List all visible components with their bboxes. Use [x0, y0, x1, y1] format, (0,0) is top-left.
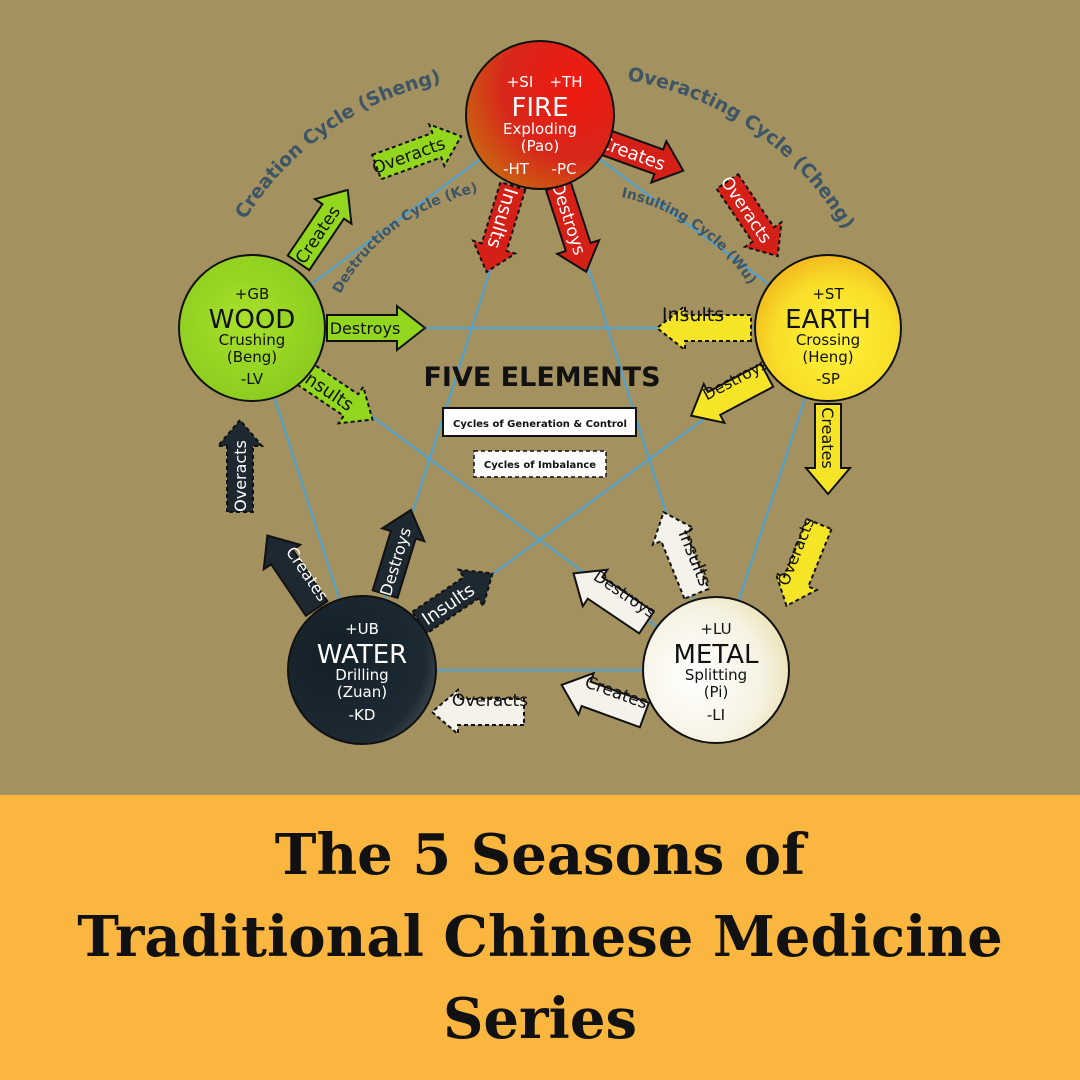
- destruction-cycle-label: Destruction Cycle (Ke): [330, 180, 479, 296]
- earth-name: EARTH: [785, 305, 871, 335]
- metal-element: +LU METAL Splitting (Pi) -LI: [642, 596, 790, 744]
- diagram-canvas: Creation Cycle (Sheng) Overacting Cycle …: [178, 40, 902, 745]
- five-elements-diagram: Creation Cycle (Sheng) Overacting Cycle …: [178, 40, 902, 745]
- metal-circle: [642, 596, 790, 744]
- wood-plus-meridian: +GB: [235, 285, 269, 303]
- arrow-metal-destroys-wood: Destroys: [572, 566, 659, 635]
- water-action: Drilling: [335, 666, 388, 684]
- legend-dashed-box: [473, 450, 607, 478]
- fire-chinese: (Pao): [521, 137, 559, 155]
- arrow-metal-creates-water: Creates: [560, 671, 650, 729]
- metal-chinese: (Pi): [704, 683, 729, 701]
- wood-action: Crushing: [219, 331, 286, 349]
- banner-title-line-1: The 5 Seasons of: [274, 822, 806, 888]
- arrow-water-overacts-fire: Overacts: [215, 418, 265, 513]
- fire-name: FIRE: [511, 93, 568, 123]
- fire-plus-meridian-2: +TH: [549, 73, 582, 91]
- arrow-earth-insults-wood: Insults: [655, 303, 752, 353]
- legend-solid-label: Cycles of Generation & Control: [453, 419, 627, 430]
- earth-plus-meridian: +ST: [812, 285, 844, 303]
- legend-dashed-label: Cycles of Imbalance: [484, 460, 596, 471]
- metal-minus-meridian: -LI: [707, 706, 725, 724]
- arrow-fire-destroys-metal: Destroys: [544, 180, 601, 274]
- wood-element: +GB WOOD Crushing (Beng) -LV: [178, 254, 326, 402]
- arrow-water-creates-wood: Creates: [262, 534, 332, 618]
- arrow-water-destroys-fire: Destroys: [371, 508, 427, 600]
- wood-chinese: (Beng): [227, 348, 277, 366]
- water-circle: [287, 595, 437, 745]
- fire-element: +SI +TH FIRE Exploding (Pao) -HT -PC: [465, 40, 615, 190]
- earth-chinese: (Heng): [802, 348, 853, 366]
- metal-plus-meridian: +LU: [700, 620, 731, 638]
- arrow-label: Overacts: [370, 134, 449, 179]
- arrow-label: Creates: [818, 407, 837, 469]
- wood-name: WOOD: [209, 305, 296, 335]
- cycle-arrows: Creates Overacts Destroys Insults: [215, 122, 853, 737]
- wood-minus-meridian: -LV: [241, 370, 264, 388]
- legend-solid: Cycles of Generation & Control: [442, 407, 637, 437]
- legend-solid-box: [442, 407, 637, 437]
- metal-action: Splitting: [685, 666, 747, 684]
- arrow-earth-overacts-water: Overacts: [774, 515, 833, 608]
- water-chinese: (Zuan): [337, 683, 387, 701]
- legend-dashed: Cycles of Imbalance: [473, 450, 607, 478]
- fire-minus-meridian-1: -HT: [503, 160, 530, 178]
- water-name: WATER: [317, 640, 407, 670]
- arrow-label: Insults: [662, 304, 724, 326]
- arrow-metal-insults-fire: Insults: [651, 510, 715, 600]
- wood-circle: [178, 254, 326, 402]
- fire-circle: [465, 40, 615, 190]
- earth-action: Crossing: [796, 331, 860, 349]
- fire-action: Exploding: [503, 120, 577, 138]
- arrow-label: Overacts: [716, 173, 775, 247]
- arrow-label: Overacts: [452, 691, 528, 711]
- banner-title-line-3: Series: [442, 986, 637, 1052]
- metal-name: METAL: [674, 640, 760, 670]
- banner-title-line-2: Traditional Chinese Medicine: [77, 904, 1003, 970]
- water-plus-meridian: +UB: [345, 620, 379, 638]
- fire-plus-meridian-1: +SI: [507, 73, 534, 91]
- diagram-title: FIVE ELEMENTS: [423, 362, 660, 393]
- series-banner: The 5 Seasons of Traditional Chinese Med…: [0, 795, 1080, 1080]
- arrow-wood-destroys-earth: Destroys: [326, 303, 427, 353]
- arrow-metal-overacts-wood: Overacts: [430, 687, 528, 737]
- fire-minus-meridian-2: -PC: [552, 160, 577, 178]
- water-minus-meridian: -KD: [349, 706, 376, 724]
- arrow-earth-creates-metal: Creates: [803, 403, 853, 496]
- arrow-label: Overacts: [231, 440, 250, 512]
- earth-circle: [754, 254, 902, 402]
- earth-element: +ST EARTH Crossing (Heng) -SP: [754, 254, 902, 402]
- arrow-label: Destroys: [330, 319, 401, 338]
- earth-minus-meridian: -SP: [816, 370, 840, 388]
- water-element: +UB WATER Drilling (Zuan) -KD: [287, 595, 437, 745]
